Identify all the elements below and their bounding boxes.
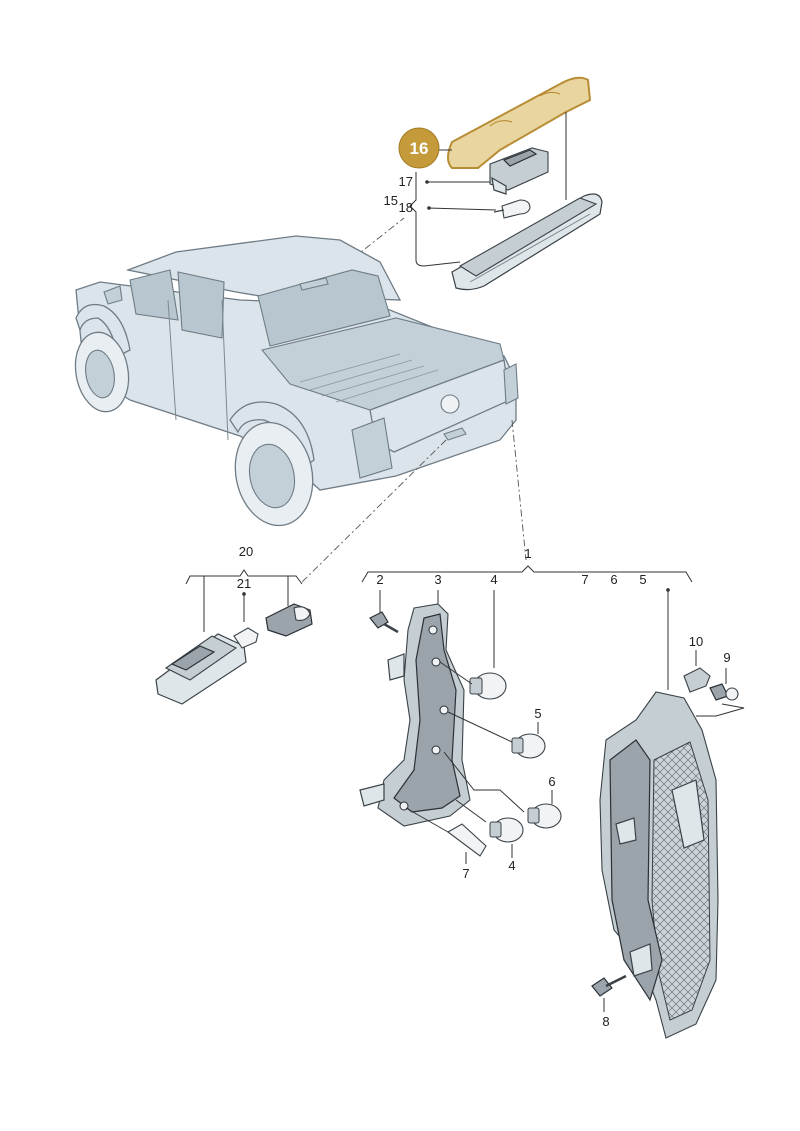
callout-5-lower: 5 (534, 706, 541, 721)
callout-15: 15 (384, 193, 398, 208)
brake-light-connector[interactable] (489, 147, 549, 195)
part-9[interactable] (709, 683, 739, 701)
callout-10: 10 (689, 634, 703, 649)
callout-6-top: 6 (610, 572, 617, 587)
callout-4-top: 4 (490, 572, 497, 587)
bulb-4-lower[interactable] (489, 817, 524, 843)
callout-5-top: 5 (639, 572, 646, 587)
callout-4-lower: 4 (508, 858, 515, 873)
callout-21: 21 (237, 576, 251, 591)
bulb-carrier[interactable] (359, 603, 471, 827)
plate-lamp-bulb[interactable] (233, 627, 259, 649)
callout-3: 3 (434, 572, 441, 587)
tail-lamp-group: 1 2 3 4 7 6 5 (359, 546, 745, 1039)
bulb-5[interactable] (511, 733, 546, 759)
callout-7-top: 7 (581, 572, 588, 587)
wedge-bulb[interactable] (493, 199, 531, 219)
callout-20: 20 (239, 544, 253, 559)
callout-16-badge[interactable]: 16 (398, 127, 440, 169)
pointer-to-plate-light (299, 439, 447, 585)
pointer-to-tail-lamp (511, 419, 527, 561)
bulb-4-upper[interactable] (469, 672, 507, 700)
callout-18: 18 (399, 200, 413, 215)
callout-17: 17 (399, 174, 413, 189)
callout-2: 2 (376, 572, 383, 587)
brake-light-housing[interactable] (451, 193, 603, 291)
brake-light-group: 16 17 15 18 (384, 76, 603, 291)
pickup-truck (74, 235, 519, 527)
callout-8: 8 (602, 1014, 609, 1029)
plate-light-group: 20 21 (155, 544, 313, 705)
callout-6-lower: 6 (548, 774, 555, 789)
callout-9: 9 (723, 650, 730, 665)
callout-7-lower: 7 (462, 866, 469, 881)
screw-8[interactable] (591, 974, 627, 997)
plate-lamp-socket[interactable] (265, 603, 313, 637)
license-plate-lamp[interactable] (155, 633, 247, 705)
tail-lamp-housing[interactable] (599, 691, 719, 1039)
screw-2[interactable] (369, 611, 399, 634)
bulb-7[interactable] (447, 823, 487, 857)
part-10[interactable] (683, 667, 711, 693)
bulb-6[interactable] (527, 803, 562, 829)
callout-1: 1 (524, 546, 531, 561)
svg-text:16: 16 (410, 139, 429, 158)
